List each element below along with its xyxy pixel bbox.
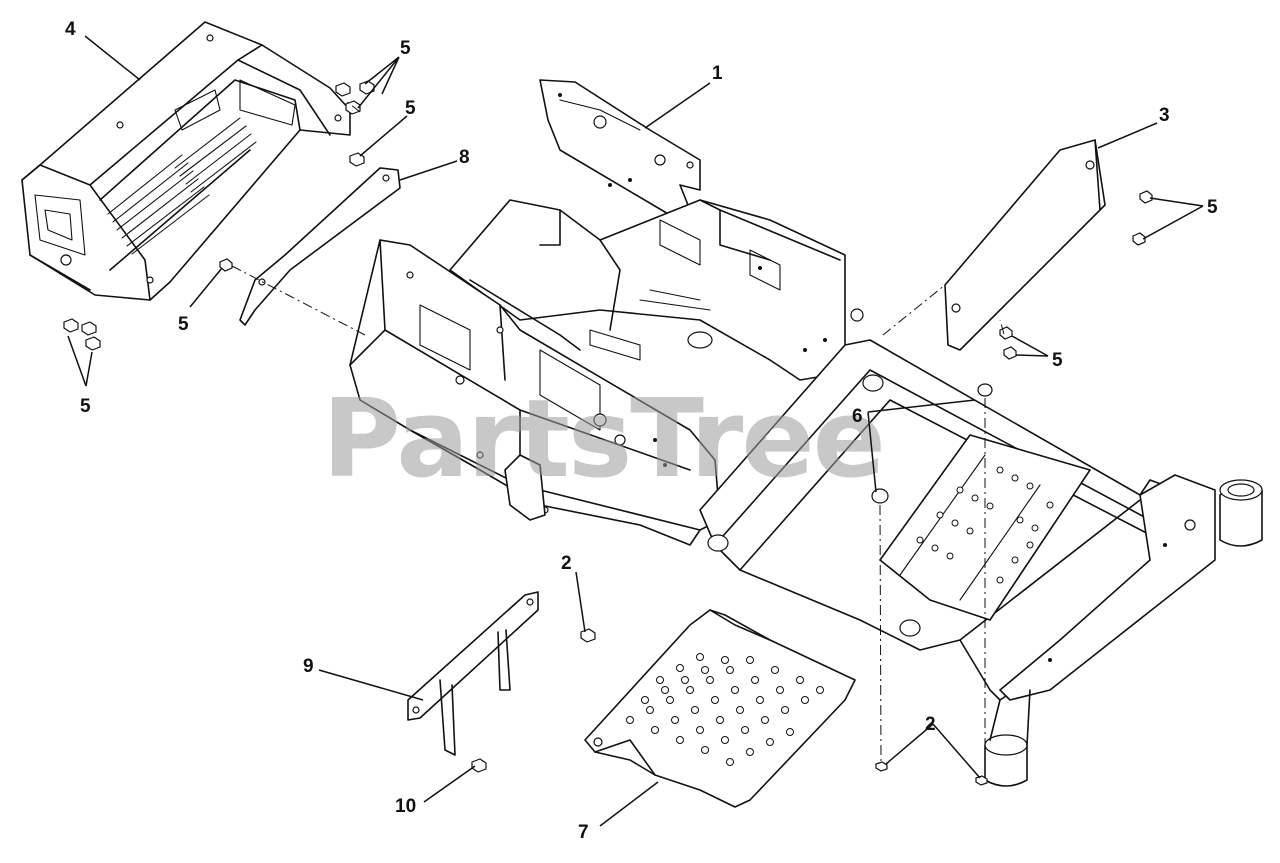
part-4-seat-box <box>21 21 351 301</box>
callout-5: 5 <box>1207 197 1218 218</box>
callout-3: 3 <box>1159 105 1170 126</box>
fasteners <box>63 80 1153 786</box>
callout-labels: 1 2 2 3 4 5 5 5 5 5 5 6 7 8 9 10 <box>65 19 1218 843</box>
part-8-bracket <box>239 167 401 326</box>
callout-5: 5 <box>400 38 411 59</box>
callout-leaders <box>67 35 1204 827</box>
callout-8: 8 <box>459 147 470 168</box>
callout-5: 5 <box>1052 350 1063 371</box>
part-9-bracket <box>407 591 539 756</box>
callout-2: 2 <box>925 714 936 735</box>
callout-5: 5 <box>178 314 189 335</box>
callout-7: 7 <box>578 822 589 843</box>
part-7-foot-plate <box>584 609 856 808</box>
alignment-lines <box>231 99 1005 778</box>
callout-5: 5 <box>405 98 416 119</box>
watermark-text: PartsTree <box>322 377 884 502</box>
part-3-side-panel <box>944 139 1106 351</box>
callout-1: 1 <box>712 63 723 84</box>
callout-4: 4 <box>65 19 76 40</box>
callout-2: 2 <box>561 553 572 574</box>
callout-5: 5 <box>80 396 91 417</box>
callout-10: 10 <box>395 796 416 817</box>
callout-6: 6 <box>852 406 863 427</box>
part-1-main-frame <box>349 79 1263 787</box>
callout-9: 9 <box>303 656 314 677</box>
